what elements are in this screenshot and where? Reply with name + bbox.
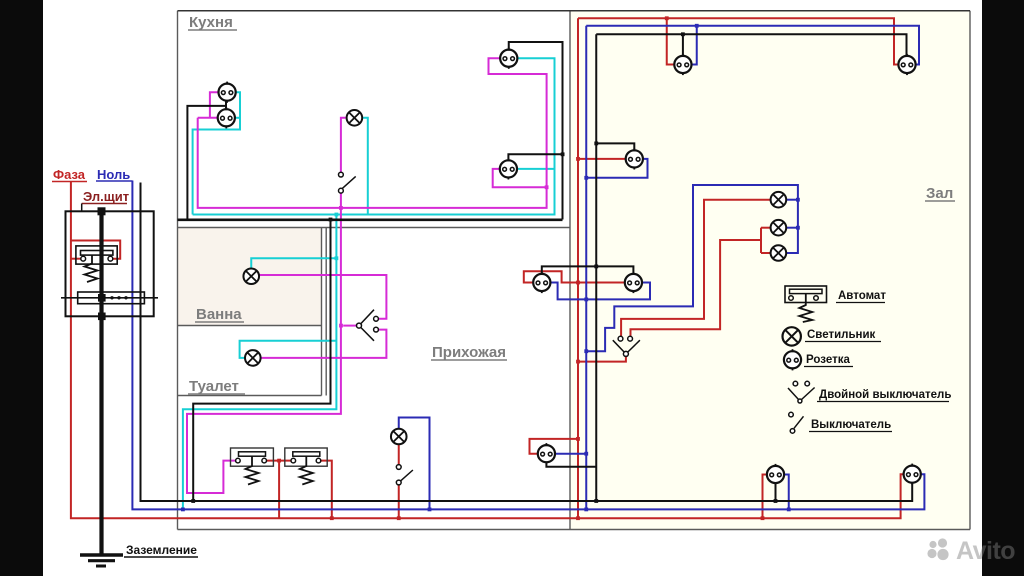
- svg-text:Розетка: Розетка: [806, 354, 850, 366]
- svg-text:Avito: Avito: [956, 537, 1015, 565]
- svg-text:Прихожая: Прихожая: [432, 344, 506, 361]
- svg-text:Автомат: Автомат: [838, 290, 886, 302]
- svg-text:Двойной выключатель: Двойной выключатель: [819, 389, 951, 401]
- svg-text:Фаза: Фаза: [53, 167, 86, 182]
- svg-text:Заземление: Заземление: [126, 543, 197, 557]
- svg-text:Зал: Зал: [926, 185, 953, 202]
- svg-text:Туалет: Туалет: [189, 378, 239, 395]
- svg-text:Выключатель: Выключатель: [811, 419, 891, 431]
- svg-text:Ноль: Ноль: [97, 167, 130, 182]
- svg-text:Светильник: Светильник: [807, 329, 876, 341]
- svg-text:Кухня: Кухня: [189, 14, 233, 31]
- svg-text:Ванна: Ванна: [196, 306, 242, 323]
- svg-text:Эл.щит: Эл.щит: [83, 189, 129, 204]
